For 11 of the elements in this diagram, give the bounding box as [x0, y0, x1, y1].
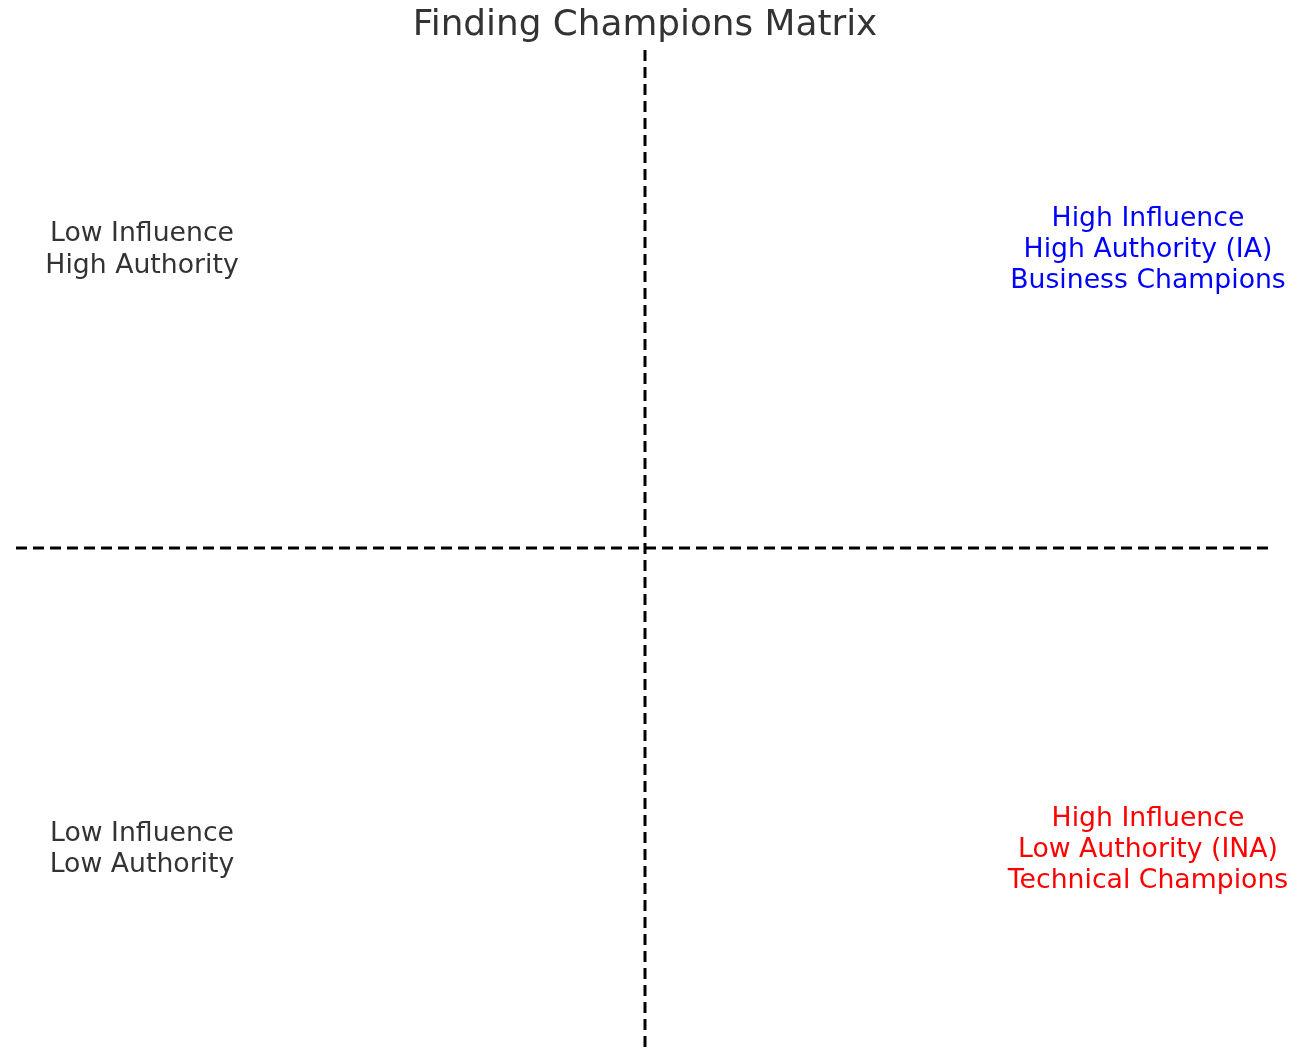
quadrant-label: Low Authority (INA): [1018, 831, 1278, 863]
quadrant-label: High Influence: [1051, 800, 1245, 832]
quadrant-label: Low Influence: [50, 815, 234, 847]
quadrant-label: High Authority (IA): [1023, 231, 1273, 263]
quadrant-label: Low Authority: [49, 846, 235, 878]
quadrant-label: High Authority: [45, 247, 239, 279]
title: Finding Champions Matrix: [412, 3, 878, 43]
quadrant-label: Low Influence: [50, 215, 234, 247]
quadrant-label: Technical Champions: [1007, 862, 1289, 894]
quadrant-label: Business Champions: [1010, 262, 1286, 294]
quadrant-label: High Influence: [1051, 200, 1245, 232]
